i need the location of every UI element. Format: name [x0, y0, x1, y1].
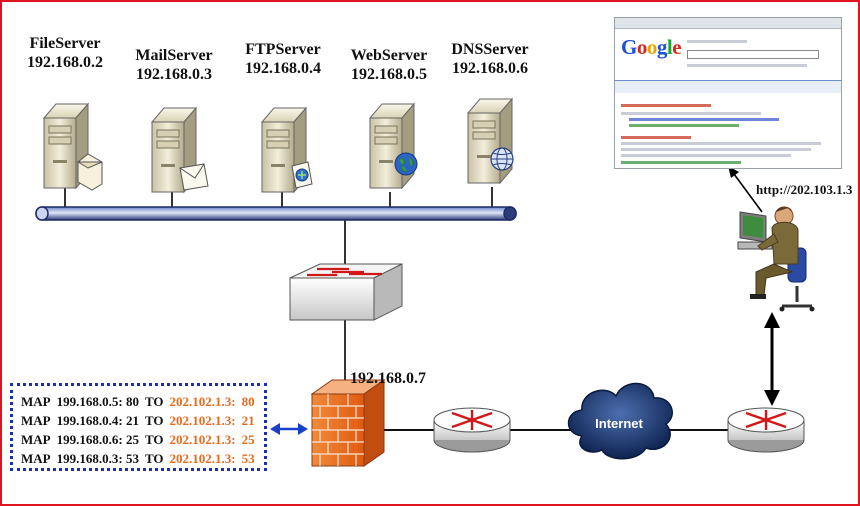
- server-ip: 192.168.0.2: [27, 54, 103, 71]
- server-label: DNSServer 192.168.0.6: [444, 40, 536, 78]
- globe-icon: [394, 152, 418, 176]
- google-logo-letter: e: [672, 35, 682, 59]
- google-logo-letter: G: [621, 35, 637, 59]
- google-logo: Google: [621, 35, 682, 60]
- google-logo-letter: o: [646, 35, 658, 59]
- server-tower-icon: [42, 102, 90, 190]
- server-tower-icon: [466, 97, 514, 185]
- nat-link-arrow: [270, 423, 308, 435]
- server-name: MailServer: [135, 47, 213, 64]
- google-logo-letter: l: [666, 35, 673, 59]
- internet-label: Internet: [595, 416, 643, 431]
- client-link-arrow: [764, 312, 780, 406]
- server-name: FileServer: [29, 35, 101, 52]
- browser-address-bar: [615, 18, 841, 29]
- server-tower-icon: [368, 102, 416, 190]
- server-links: [64, 187, 493, 207]
- client-url: http://202.103.1.3: [756, 182, 853, 197]
- browser-results-strip: [615, 80, 841, 93]
- firewall-ip: 192.168.0.7: [350, 370, 426, 387]
- user-at-computer-icon: [737, 206, 815, 312]
- server-tower-icon: [260, 106, 308, 194]
- google-logo-letter: o: [636, 35, 648, 59]
- mail-icon: [179, 163, 209, 191]
- server-label: FileServer 192.168.0.2: [20, 34, 110, 72]
- router-icon: [433, 407, 511, 453]
- file-icon: [76, 153, 103, 191]
- server-name: DNSServer: [451, 41, 529, 58]
- google-logo-letter: g: [656, 35, 668, 59]
- server-ip: 192.168.0.5: [351, 66, 427, 83]
- server-label: FTPServer 192.168.0.4: [238, 40, 328, 78]
- server-ip: 192.168.0.6: [452, 60, 528, 77]
- server-name: WebServer: [350, 47, 428, 64]
- server-name: FTPServer: [245, 41, 321, 58]
- cloud-icon: Internet: [567, 382, 673, 460]
- switch-icon: [289, 263, 403, 321]
- server-label: MailServer 192.168.0.3: [128, 46, 220, 84]
- browser-screenshot: Google: [614, 17, 842, 169]
- server-tower-icon: [150, 106, 198, 194]
- server-ip: 192.168.0.4: [245, 60, 321, 77]
- router-icon: [727, 407, 805, 453]
- browser-request-arrow: [728, 166, 763, 213]
- server-ip: 192.168.0.3: [136, 66, 212, 83]
- ethernet-bus: [35, 206, 517, 221]
- dns-globe-icon: [490, 147, 514, 171]
- server-label: WebServer 192.168.0.5: [344, 46, 434, 84]
- ftp-icon: [291, 161, 313, 189]
- firewall-icon: [310, 379, 386, 467]
